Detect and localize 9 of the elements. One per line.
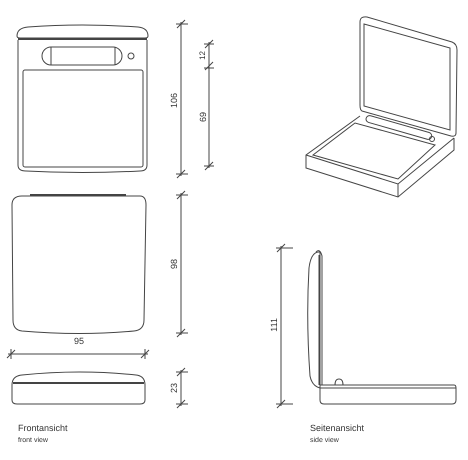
dimension-value: 106	[170, 92, 178, 108]
dimension-value: 98	[170, 259, 178, 270]
dimension-value: 12	[199, 50, 207, 60]
view-title: Frontansicht	[18, 424, 68, 433]
dimension-value: 69	[198, 112, 208, 122]
dimension-value: 23	[170, 383, 178, 394]
view-title: Seitenansicht	[310, 424, 364, 433]
dimension-value: 95	[74, 337, 84, 346]
dimension-value: 111	[270, 318, 278, 332]
